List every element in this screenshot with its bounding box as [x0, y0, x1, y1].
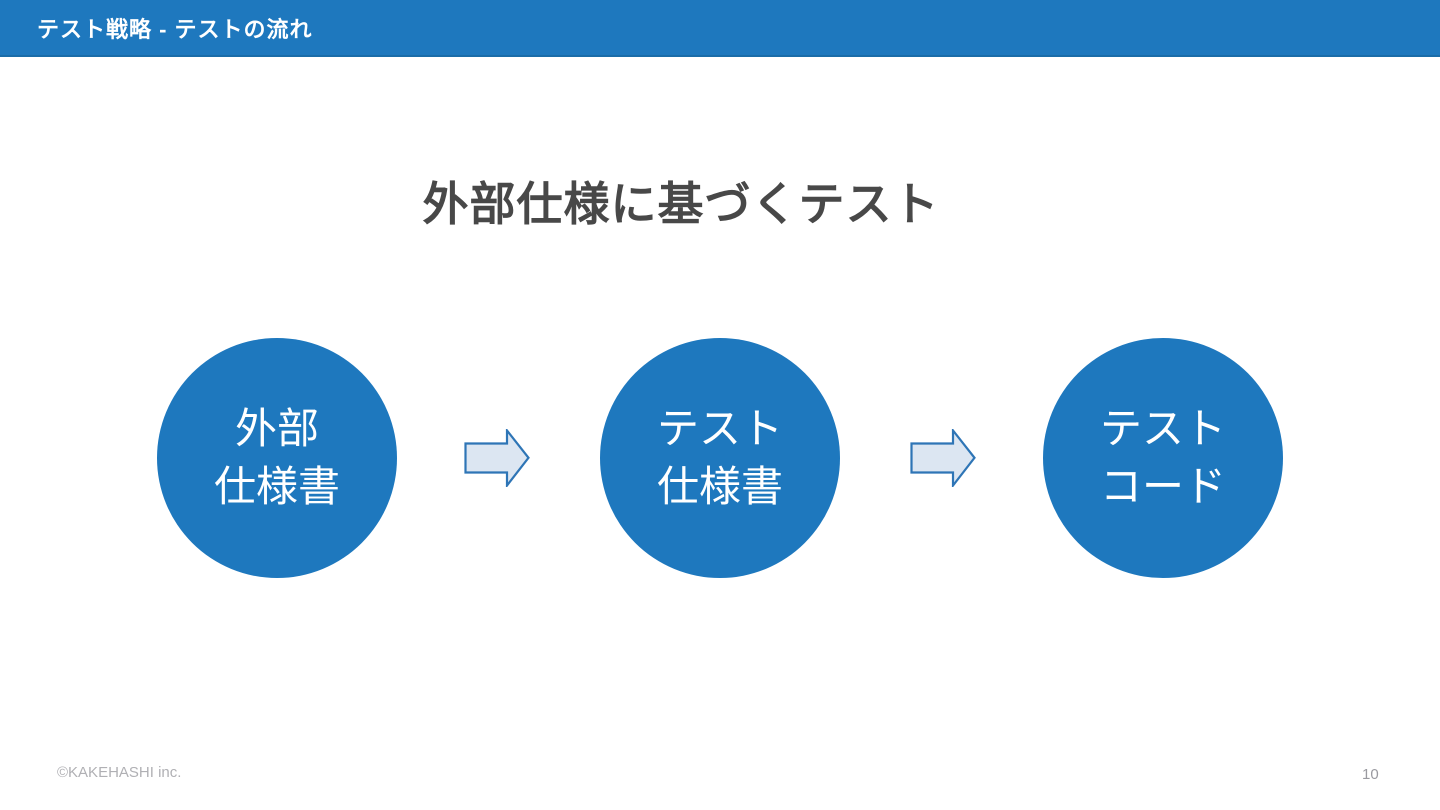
right-arrow-icon: [464, 429, 530, 487]
flow-node-label-line: テスト: [656, 405, 783, 452]
flow-node-test-code: テスト コード: [1043, 338, 1283, 578]
flow-node-label-line: コード: [1099, 463, 1226, 510]
flow-node-label-line: 仕様書: [213, 463, 340, 510]
flow-node-test-spec: テスト 仕様書: [600, 338, 840, 578]
right-arrow-icon: [910, 429, 976, 487]
flow-node-label-line: 仕様書: [656, 463, 783, 510]
footer-copyright: ©KAKEHASHI inc.: [57, 764, 182, 781]
flow-node-external-spec: 外部 仕様書: [157, 338, 397, 578]
flow-node-label-line: テスト: [1099, 405, 1226, 452]
slide-header-bar: テスト戦略 - テストの流れ: [0, 0, 1440, 57]
slide-title: 外部仕様に基づくテスト: [422, 178, 940, 230]
footer-page-number: 10: [1362, 766, 1379, 783]
flow-node-label-line: 外部: [234, 405, 319, 452]
slide-header-title: テスト戦略 - テストの流れ: [37, 16, 313, 42]
